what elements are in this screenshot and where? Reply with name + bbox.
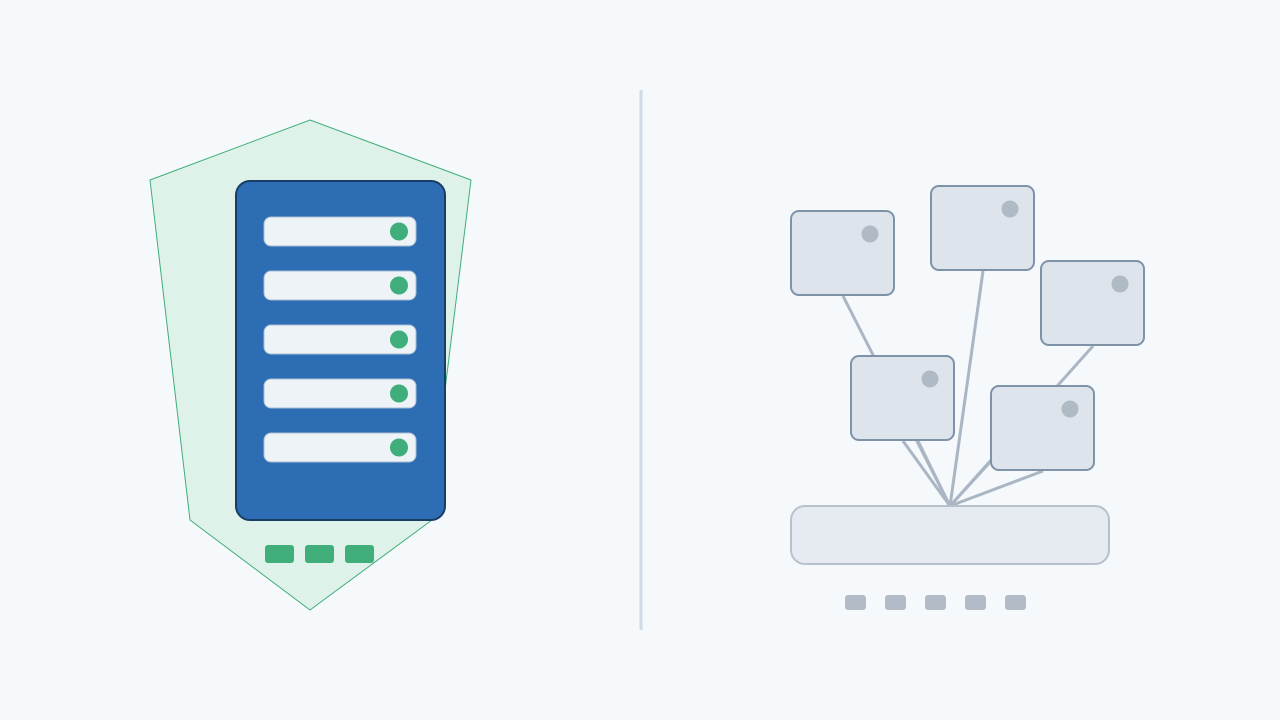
status-led-icon: [390, 276, 408, 295]
node-box: [850, 355, 955, 441]
node-box: [790, 210, 895, 296]
server-slots: [263, 216, 417, 463]
node-box: [990, 385, 1095, 471]
indicator: [925, 595, 946, 610]
server-slot: [263, 432, 417, 463]
node-link: [948, 270, 985, 507]
node-dot-icon: [1061, 400, 1079, 418]
node-dot-icon: [921, 370, 939, 388]
server-slot: [263, 216, 417, 247]
status-led-icon: [390, 438, 408, 457]
server-slot: [263, 378, 417, 409]
status-led-icon: [390, 330, 408, 349]
server-foot: [265, 545, 294, 563]
indicator: [965, 595, 986, 610]
node-link: [948, 458, 994, 508]
node-dot-icon: [1001, 200, 1019, 218]
status-led-icon: [390, 222, 408, 241]
status-led-icon: [390, 384, 408, 403]
node-link: [901, 440, 952, 507]
indicator: [845, 595, 866, 610]
secured-server-panel: [149, 119, 472, 611]
base-platform: [790, 505, 1110, 565]
indicator: [885, 595, 906, 610]
indicator: [1005, 595, 1026, 610]
distributed-nodes-panel: [790, 185, 1145, 610]
node-box: [1040, 260, 1145, 346]
node-dot-icon: [861, 225, 879, 243]
server-foot: [305, 545, 334, 563]
node-box: [930, 185, 1035, 271]
server-foot: [345, 545, 374, 563]
server-feet: [265, 545, 374, 563]
server-slot: [263, 270, 417, 301]
server-slot: [263, 324, 417, 355]
base-indicators: [845, 595, 1026, 610]
node-link: [949, 469, 1044, 508]
node-dot-icon: [1111, 275, 1129, 293]
node-group: [790, 185, 1145, 471]
node-link: [916, 440, 952, 507]
